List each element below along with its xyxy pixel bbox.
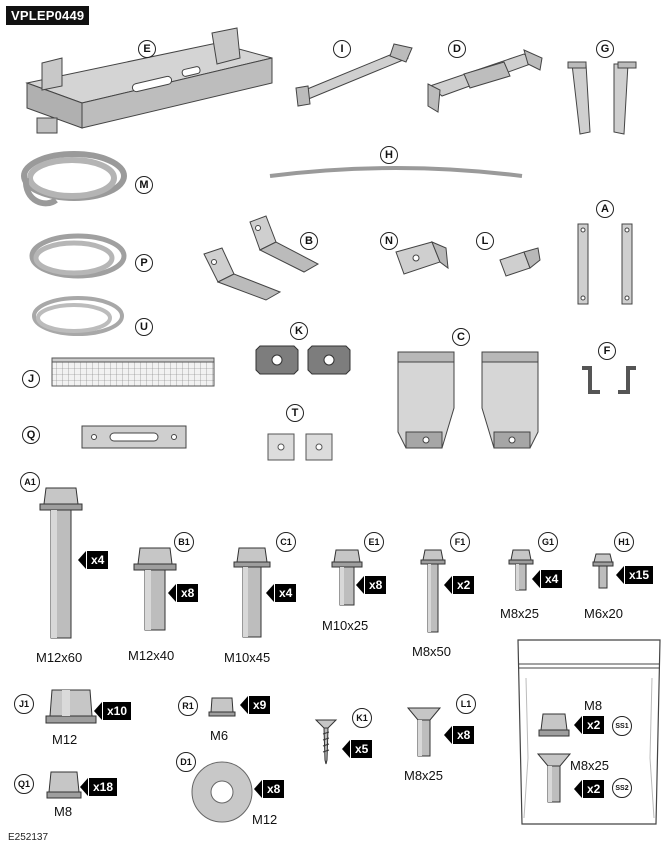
size-ss2: M8x25 — [570, 758, 610, 773]
qty-r1: x9 — [240, 696, 271, 714]
part-e-crossmember — [25, 27, 273, 134]
part-a-straps — [577, 223, 633, 305]
fastener-label-e1: E1 — [364, 532, 384, 552]
part-n-bracket — [395, 241, 449, 275]
qty-g1: x4 — [532, 570, 563, 588]
part-q-plate — [81, 425, 187, 449]
qty-f1: x2 — [444, 576, 475, 594]
fastener-label-f1: F1 — [450, 532, 470, 552]
size-a1: M12x60 — [36, 650, 83, 665]
size-f1: M8x50 — [412, 644, 452, 659]
part-p-hose — [29, 233, 127, 279]
bolt-a1-icon — [39, 487, 83, 639]
size-l1: M8x25 — [404, 768, 444, 783]
nut-j1-icon — [45, 689, 97, 724]
qty-h1: x15 — [616, 566, 654, 584]
screw-k1-icon — [314, 719, 338, 765]
part-label-u: U — [135, 318, 153, 336]
qty-ss1: x2 — [574, 716, 605, 734]
part-k-pads — [255, 345, 351, 375]
part-label-m: M — [135, 176, 153, 194]
part-l-bracket — [499, 247, 541, 277]
part-label-k: K — [290, 322, 308, 340]
size-d1: M12 — [252, 812, 278, 827]
qty-c1: x4 — [266, 584, 297, 602]
part-label-n: N — [380, 232, 398, 250]
part-label-b: B — [300, 232, 318, 250]
bolt-ss2-icon — [536, 753, 572, 803]
fastener-label-d1: D1 — [176, 752, 196, 772]
part-label-g: G — [596, 40, 614, 58]
part-label-i: I — [333, 40, 351, 58]
size-g1: M8x25 — [500, 606, 540, 621]
fastener-label-g1: G1 — [538, 532, 558, 552]
qty-a1: x4 — [78, 551, 109, 569]
part-t-plates — [267, 433, 333, 461]
part-j-mesh — [51, 357, 215, 387]
qty-l1: x8 — [444, 726, 475, 744]
part-b-brackets — [203, 215, 320, 301]
qty-d1: x8 — [254, 780, 285, 798]
nut-q1-icon — [46, 771, 82, 799]
part-label-a: A — [596, 200, 614, 218]
part-label-f: F — [598, 342, 616, 360]
bag-label-ss1: SS1 — [612, 716, 632, 736]
washer-d1-icon — [191, 761, 253, 823]
fastener-label-j1: J1 — [14, 694, 34, 714]
qty-e1: x8 — [356, 576, 387, 594]
fastener-label-b1: B1 — [174, 532, 194, 552]
part-c-plates — [397, 351, 539, 449]
qty-k1: x5 — [342, 740, 373, 758]
qty-b1: x8 — [168, 584, 199, 602]
nut-ss1-icon — [538, 713, 570, 737]
size-c1: M10x45 — [224, 650, 271, 665]
bolt-l1-icon — [406, 707, 442, 757]
part-h-strip — [269, 166, 523, 178]
fastener-label-h1: H1 — [614, 532, 634, 552]
part-label-e: E — [138, 40, 156, 58]
size-q1: M8 — [54, 804, 73, 819]
bolt-c1-icon — [233, 547, 271, 638]
size-r1: M6 — [210, 728, 229, 743]
bolt-e1-icon — [331, 549, 363, 606]
qty-q1: x18 — [80, 778, 118, 796]
fastener-label-k1: K1 — [352, 708, 372, 728]
part-f-brackets — [582, 366, 636, 394]
size-h1: M6x20 — [584, 606, 624, 621]
part-m-hose — [21, 151, 127, 207]
bolt-b1-icon — [133, 547, 177, 631]
qty-j1: x10 — [94, 702, 132, 720]
size-b1: M12x40 — [128, 648, 175, 663]
part-label-l: L — [476, 232, 494, 250]
fastener-label-c1: C1 — [276, 532, 296, 552]
size-e1: M10x25 — [322, 618, 369, 633]
fastener-label-q1: Q1 — [14, 774, 34, 794]
part-label-t: T — [286, 404, 304, 422]
bag-label-ss2: SS2 — [612, 778, 632, 798]
bolt-f1-icon — [420, 549, 446, 633]
part-label-d: D — [448, 40, 466, 58]
part-u-hose — [32, 296, 124, 336]
bolt-g1-icon — [508, 549, 534, 591]
part-i-tube — [295, 43, 413, 107]
size-ss1: M8 — [584, 698, 603, 713]
part-label-h: H — [380, 146, 398, 164]
part-label-q: Q — [22, 426, 40, 444]
qty-ss2: x2 — [574, 780, 605, 798]
part-d-bracket — [427, 49, 543, 113]
nut-r1-icon — [208, 697, 236, 717]
part-g-brackets — [567, 61, 637, 135]
part-label-p: P — [135, 254, 153, 272]
size-j1: M12 — [52, 732, 78, 747]
figure-reference: E252137 — [8, 832, 49, 843]
illustration-code: VPLEP0449 — [6, 6, 90, 25]
bolt-h1-icon — [592, 553, 614, 589]
fastener-label-l1: L1 — [456, 694, 476, 714]
part-label-c: C — [452, 328, 470, 346]
fastener-label-a1: A1 — [20, 472, 40, 492]
part-label-j: J — [22, 370, 40, 388]
fastener-label-r1: R1 — [178, 696, 198, 716]
